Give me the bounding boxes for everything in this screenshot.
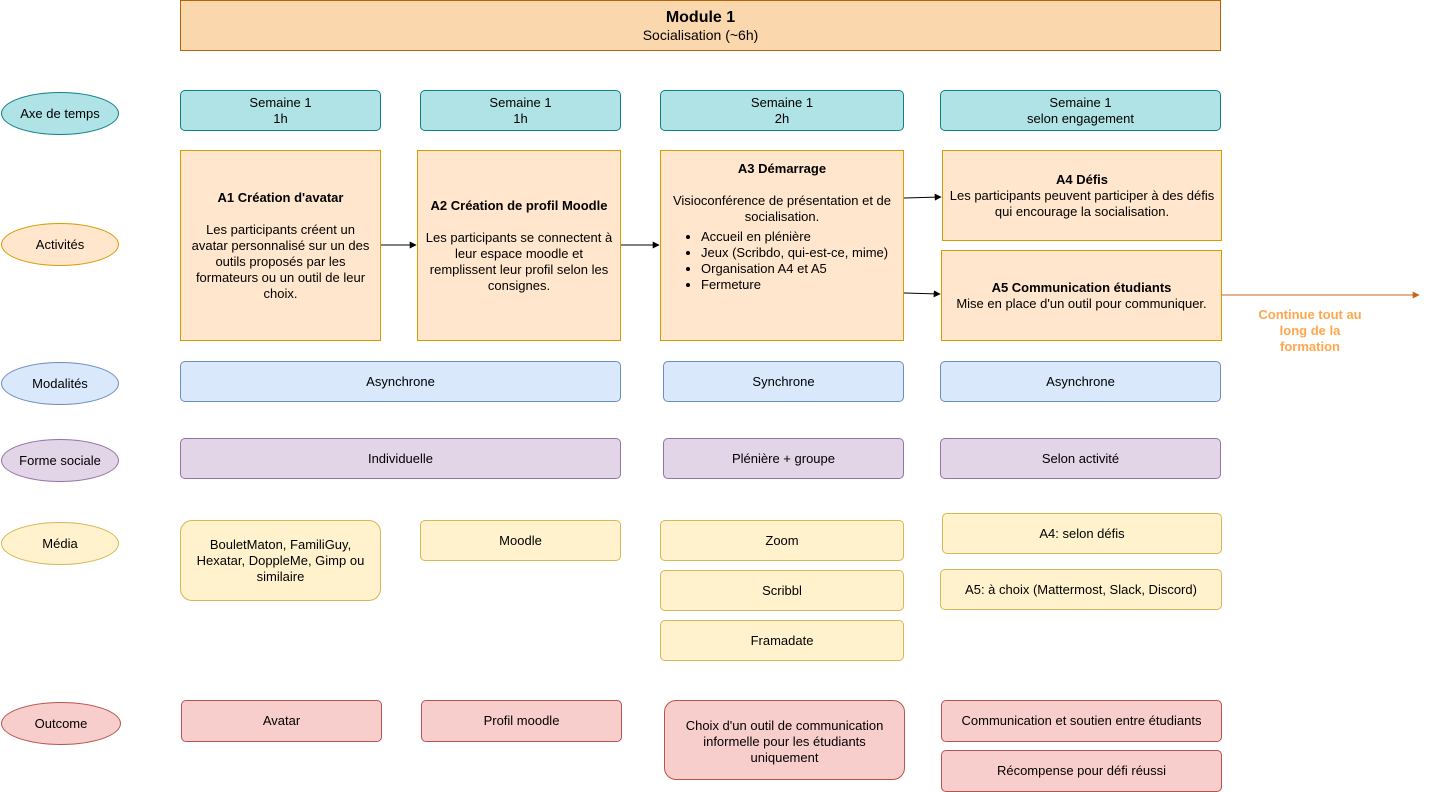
time-box-a3: Semaine 1 2h [660, 90, 904, 131]
time-week: Semaine 1 [750, 94, 814, 110]
row-label-media: Média [1, 522, 119, 565]
media-a1: BouletMaton, FamiliGuy, Hexatar, DoppleM… [180, 520, 381, 601]
row-label-axe: Axe de temps [1, 92, 119, 135]
row-label-outcome: Outcome [1, 702, 121, 745]
activity-text: Les participants créent un avatar person… [191, 221, 370, 301]
continue-note: Continue tout au long de la formation [1258, 307, 1362, 354]
media-a3-zoom: Zoom [660, 520, 904, 561]
activity-title: A4 Défis [1055, 171, 1109, 187]
activity-a4: A4 Défis Les participants peuvent partic… [942, 150, 1222, 241]
module-subtitle: Socialisation (~6h) [642, 26, 759, 43]
media-a3-scribbl: Scribbl [660, 570, 904, 611]
modalite-a3: Synchrone [663, 361, 904, 402]
forme-a1a2: Individuelle [180, 438, 621, 479]
bullet-item: Jeux (Scribdo, qui-est-ce, mime) [701, 245, 897, 261]
time-box-a2: Semaine 1 1h [420, 90, 621, 131]
activity-a5: A5 Communication étudiants Mise en place… [941, 250, 1222, 341]
activity-text: Les participants peuvent participer à de… [949, 187, 1215, 219]
bullet-item: Organisation A4 et A5 [701, 261, 897, 277]
time-box-a4a5: Semaine 1 selon engagement [940, 90, 1221, 131]
bullet-item: Fermeture [701, 277, 897, 293]
outcome-a3: Choix d'un outil de communication inform… [664, 700, 905, 780]
media-a5: A5: à choix (Mattermost, Slack, Discord) [940, 569, 1222, 610]
module-header: Module 1 Socialisation (~6h) [180, 0, 1221, 51]
media-a2: Moodle [420, 520, 621, 561]
time-week: Semaine 1 [249, 94, 312, 110]
arrow-a3-a5 [903, 290, 941, 298]
media-a4: A4: selon défis [942, 513, 1222, 554]
activity-title: A5 Communication étudiants [991, 279, 1172, 295]
activity-text: Les participants se connectent à leur es… [425, 229, 613, 293]
activity-text: Mise en place d'un outil pour communique… [956, 295, 1207, 311]
outcome-a2: Profil moodle [421, 700, 622, 742]
time-duration: 1h [513, 110, 528, 126]
activity-title: A2 Création de profil Moodle [430, 197, 608, 213]
outcome-a4a5-recompense: Récompense pour défi réussi [941, 750, 1222, 792]
row-label-modalites: Modalités [1, 362, 119, 405]
arrow-a3-a4 [903, 193, 942, 201]
activity-a2: A2 Création de profil Moodle Les partici… [417, 150, 621, 341]
outcome-a1: Avatar [181, 700, 382, 742]
row-label-activites: Activités [1, 223, 119, 266]
module-title: Module 1 [665, 8, 736, 26]
forme-a4a5: Selon activité [940, 438, 1221, 479]
time-week: Semaine 1 [1049, 94, 1112, 110]
activity-title: A3 Démarrage [737, 161, 827, 176]
activity-a1: A1 Création d'avatar Les participants cr… [180, 150, 381, 341]
time-box-a1: Semaine 1 1h [180, 90, 381, 131]
activity-a3: A3 Démarrage Visioconférence de présenta… [660, 150, 904, 341]
activity-bullets: Accueil en plénière Jeux (Scribdo, qui-e… [667, 229, 897, 293]
forme-a3: Plénière + groupe [663, 438, 904, 479]
time-duration: 1h [273, 110, 288, 126]
activity-title: A1 Création d'avatar [217, 189, 344, 205]
bullet-item: Accueil en plénière [701, 229, 897, 245]
modalite-a1a2: Asynchrone [180, 361, 621, 402]
time-week: Semaine 1 [489, 94, 552, 110]
time-duration: 2h [774, 110, 790, 126]
time-duration: selon engagement [1027, 110, 1134, 126]
modalite-a4a5: Asynchrone [940, 361, 1221, 402]
activity-text: Visioconférence de présentation et de so… [672, 193, 892, 224]
row-label-forme: Forme sociale [1, 439, 119, 482]
outcome-a4a5-communication: Communication et soutien entre étudiants [941, 700, 1222, 742]
media-a3-framadate: Framadate [660, 620, 904, 661]
